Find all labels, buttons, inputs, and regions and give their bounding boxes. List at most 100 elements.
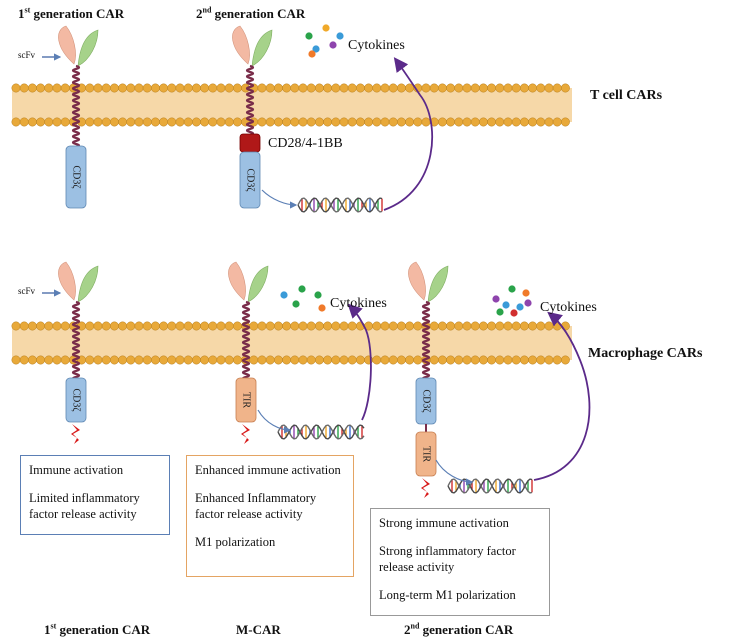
lipid-head <box>544 117 554 127</box>
lipid-head <box>257 117 267 127</box>
lipid-head <box>257 83 267 93</box>
lipid-head <box>331 355 341 365</box>
lipid-head <box>216 321 226 331</box>
lipid-head <box>446 83 456 93</box>
lipid-head <box>306 117 316 127</box>
lipid-head <box>126 83 136 93</box>
lipid-head <box>273 321 283 331</box>
lipid-head <box>487 117 497 127</box>
mcar-signal-arrow <box>257 409 292 434</box>
dna-backbone <box>297 197 383 213</box>
lipid-head <box>306 83 316 93</box>
lipid-head <box>175 83 185 93</box>
lipid-head <box>93 355 103 365</box>
lipid-head <box>487 355 497 365</box>
lipid-head <box>150 83 160 93</box>
lipid-head <box>470 321 480 331</box>
lipid-head <box>224 355 234 365</box>
dna-backbone <box>277 424 365 440</box>
lipid-head <box>109 83 119 93</box>
tir-domain-label: TIR <box>241 392 252 408</box>
lipid-head <box>421 83 431 93</box>
lipid-head <box>298 355 308 365</box>
lipid-head <box>208 83 218 93</box>
hinge-transmembrane <box>421 300 431 382</box>
lipid-head <box>380 355 390 365</box>
gen2-signal-arrow <box>435 459 474 486</box>
lipid-head <box>290 355 300 365</box>
lipid-head <box>437 321 447 331</box>
lipid-head <box>93 83 103 93</box>
lipid-head <box>470 117 480 127</box>
lipid-head <box>372 321 382 331</box>
cytokine-dot <box>524 299 532 307</box>
box3-line3: Long-term M1 polarization <box>379 588 516 602</box>
tcell-gen1-car: CD3ζ <box>58 25 99 209</box>
lipid-head <box>437 83 447 93</box>
lipid-head <box>347 83 357 93</box>
lipid-head <box>44 355 54 365</box>
lipid-head <box>282 355 292 365</box>
activation-bolt-icon <box>421 478 430 498</box>
lipid-head <box>421 117 431 127</box>
scfv-heavy-chain <box>232 25 250 65</box>
lipid-head <box>265 117 275 127</box>
top-scfv-label: scFv <box>18 50 36 60</box>
box3-line1: Strong immune activation <box>379 516 509 530</box>
lipid-head <box>273 355 283 365</box>
macro-gen2-dna <box>447 478 533 494</box>
lipid-head <box>552 83 562 93</box>
mcar-cytokine-dots <box>280 285 326 312</box>
lipid-head <box>364 83 374 93</box>
lipid-head <box>462 321 472 331</box>
lipid-head <box>175 355 185 365</box>
lipid-head <box>101 321 111 331</box>
lipid-head <box>159 355 169 365</box>
lipid-head <box>126 117 136 127</box>
lipid-head <box>118 83 128 93</box>
lipid-head <box>19 83 29 93</box>
tir-domain-label: TIR <box>421 446 432 462</box>
lipid-head <box>331 83 341 93</box>
tcell-cytokine-dots <box>305 24 344 58</box>
tcell-cytokine-arrow <box>383 57 434 211</box>
cytokine-dot <box>492 295 500 303</box>
lipid-head <box>249 355 259 365</box>
box3-line2: Strong inflammatory factor release activ… <box>379 544 516 574</box>
lipid-head <box>298 117 308 127</box>
gen2-cytokine-dots <box>492 285 532 317</box>
lipid-head <box>159 117 169 127</box>
scfv-heavy-chain <box>58 25 76 65</box>
lipid-head <box>314 117 324 127</box>
top-cytokines-label: Cytokines <box>348 38 405 53</box>
lipid-head <box>101 83 111 93</box>
lipid-head <box>224 117 234 127</box>
bottom-scfv-label: scFv <box>18 286 36 296</box>
lipid-head <box>511 117 521 127</box>
lipid-head <box>323 117 333 127</box>
lipid-head <box>519 321 529 331</box>
lipid-head <box>183 83 193 93</box>
dna-backbone <box>447 478 533 494</box>
lipid-head <box>19 355 29 365</box>
lipid-head <box>544 321 554 331</box>
lipid-head <box>503 83 513 93</box>
lipid-head <box>85 117 95 127</box>
cytokine-dot <box>329 41 337 49</box>
lipid-head <box>216 117 226 127</box>
lipid-head <box>224 321 234 331</box>
lipid-head <box>396 321 406 331</box>
cytokine-dot <box>305 32 313 40</box>
lipid-head <box>478 83 488 93</box>
lipid-head <box>134 321 144 331</box>
lipid-head <box>437 117 447 127</box>
tcell-membrane-body <box>12 88 572 122</box>
lipid-head <box>11 355 21 365</box>
dna-backbone <box>277 424 365 440</box>
gen2-cytokines-label: Cytokines <box>540 300 597 315</box>
lipid-head <box>118 355 128 365</box>
lipid-head <box>126 321 136 331</box>
mcar-dna <box>277 424 365 440</box>
lipid-head <box>306 321 316 331</box>
